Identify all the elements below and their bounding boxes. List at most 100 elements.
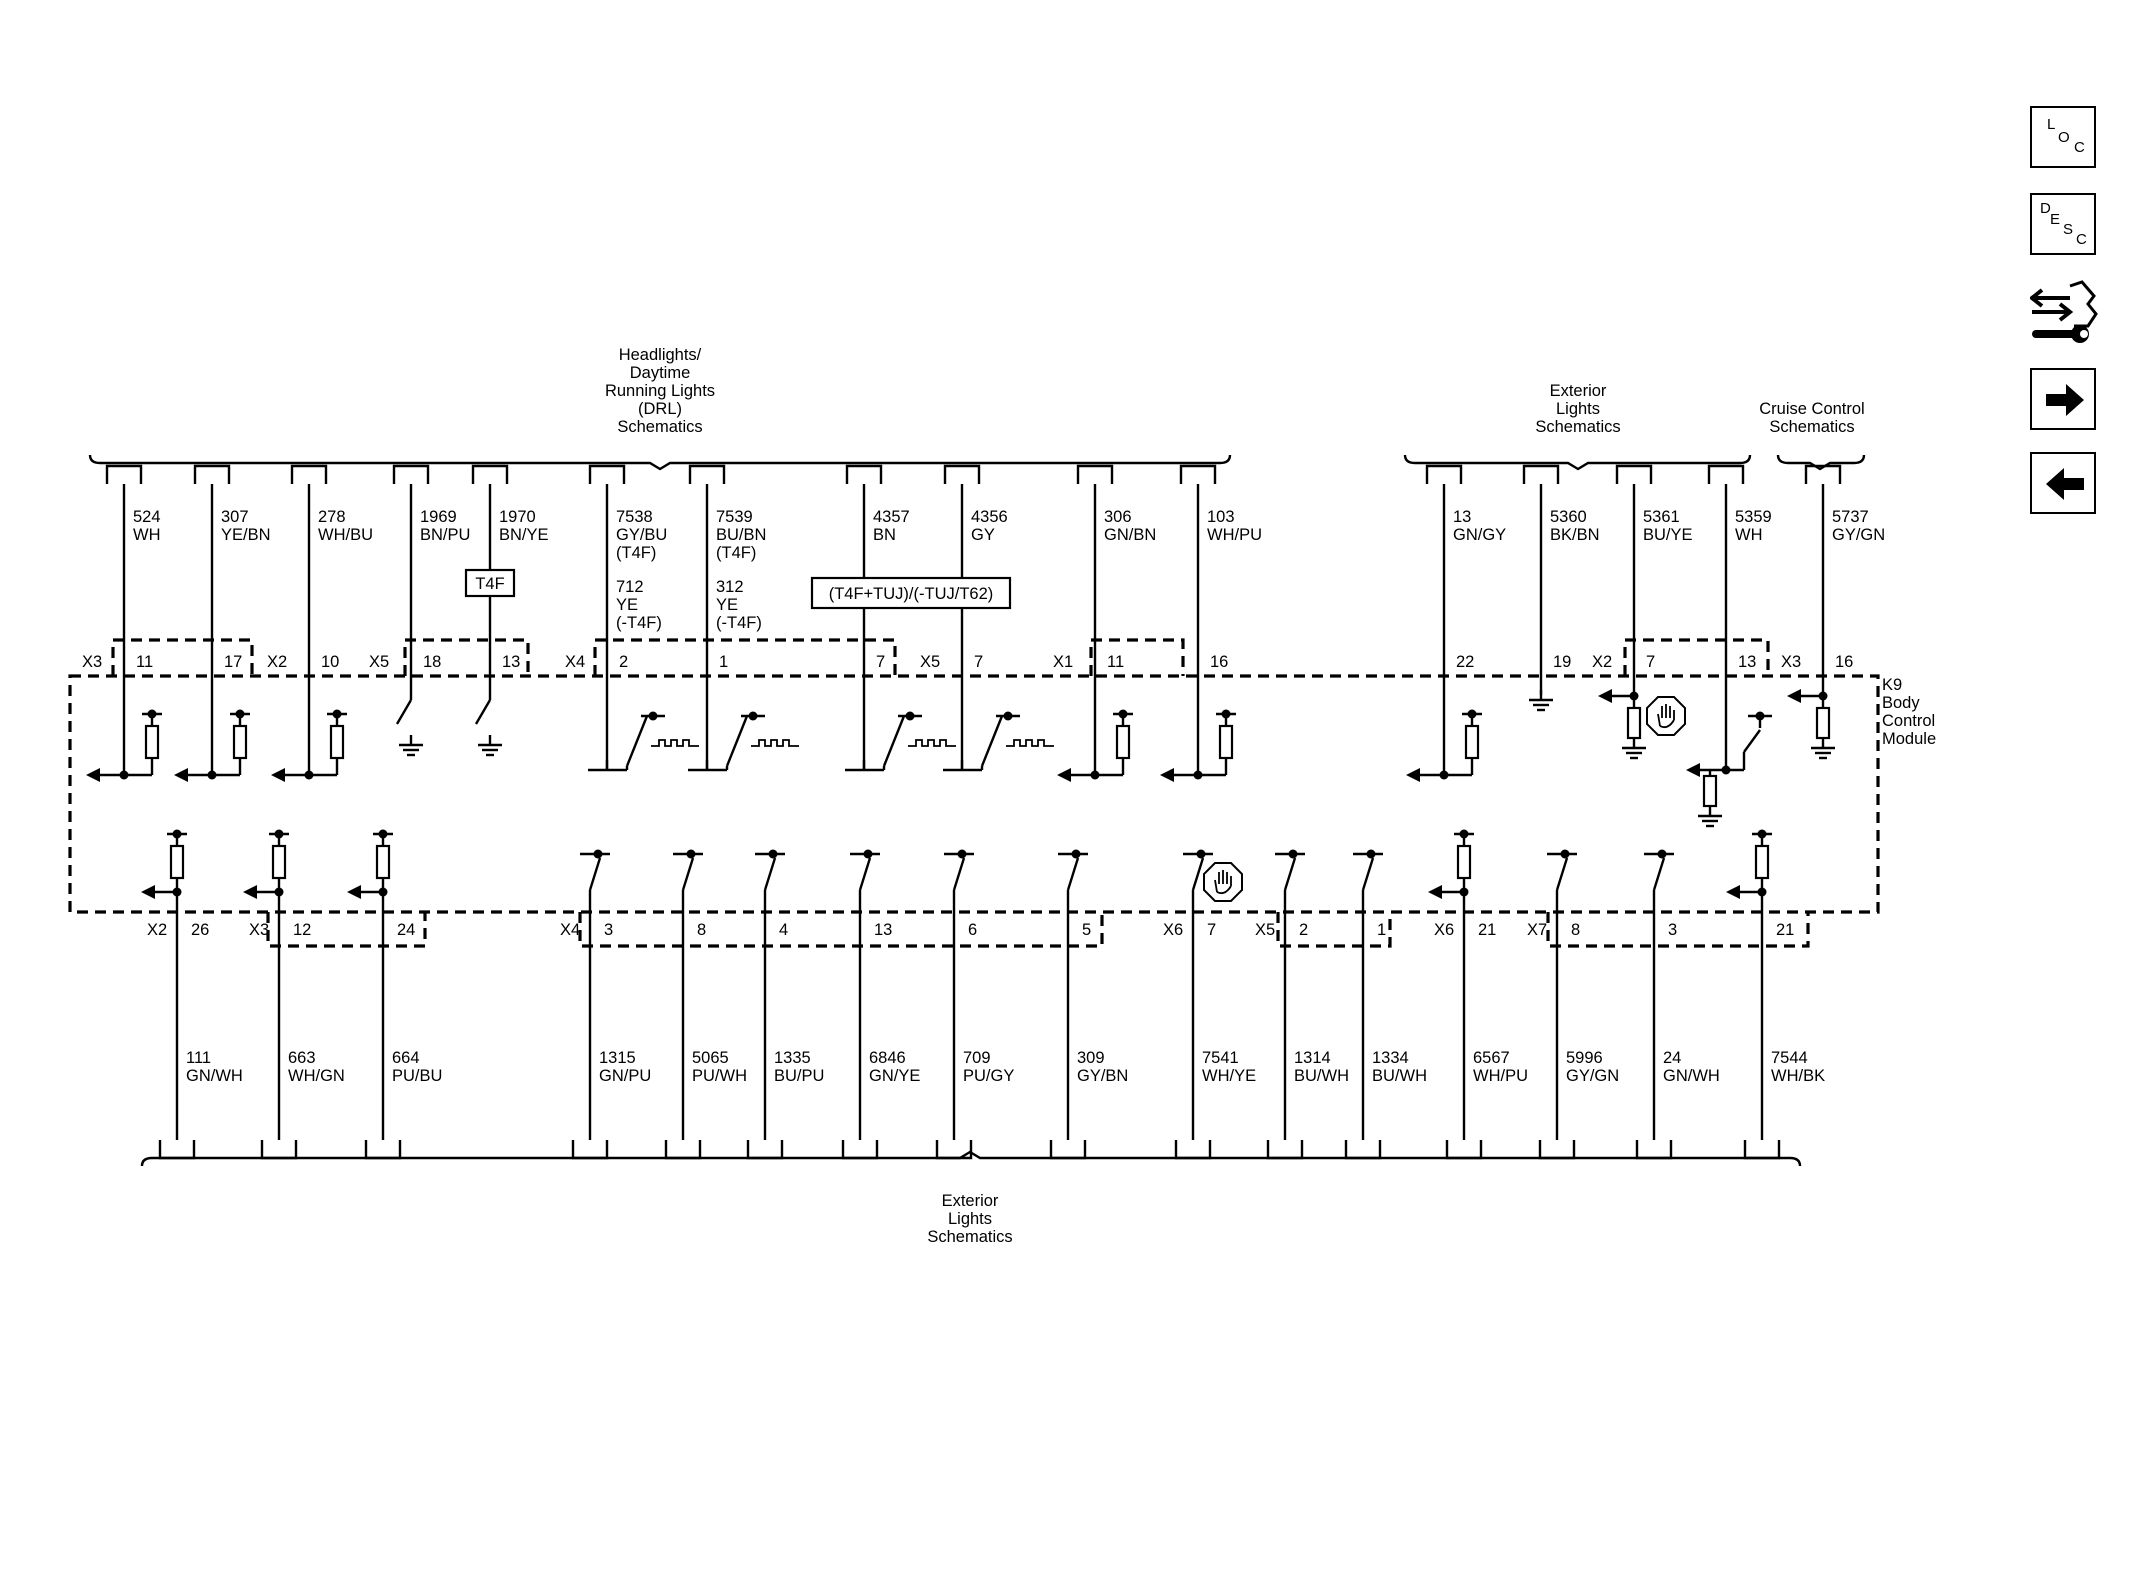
circuit-number: 6567: [1473, 1049, 1510, 1067]
wire-color: YE/BN: [221, 526, 271, 544]
connector-terminal: [588, 464, 626, 484]
circuit-number: 5737: [1832, 508, 1869, 526]
resistor: [375, 844, 391, 880]
junction-dot: [648, 711, 658, 721]
arrow-head: [1598, 689, 1612, 703]
circuit-number: 709: [963, 1049, 991, 1067]
pin-number: 26: [191, 921, 209, 939]
pin-number: 17: [224, 653, 242, 671]
connector-terminal: [1076, 464, 1114, 484]
group-label: Schematics: [927, 1228, 1012, 1246]
junction-dot: [1288, 849, 1298, 859]
connector-wrench-button[interactable]: [2030, 276, 2098, 343]
group-label: (DRL): [638, 400, 682, 418]
connector-terminal: [1804, 464, 1842, 484]
pin-number: 8: [697, 921, 706, 939]
wire-color: BK/BN: [1550, 526, 1600, 544]
group-label: Schematics: [1535, 418, 1620, 436]
group-label: Running Lights: [605, 382, 715, 400]
circuit-number: 1969: [420, 508, 457, 526]
arrow-head: [1160, 768, 1174, 782]
pin-number: 12: [293, 921, 311, 939]
loc-button[interactable]: L O C: [2030, 106, 2096, 168]
connector-id: X6: [1163, 921, 1183, 939]
pin-number: 2: [1299, 921, 1308, 939]
junction-dot: [863, 849, 873, 859]
line: [681, 857, 695, 891]
resistor: [232, 724, 248, 760]
line: [1743, 729, 1761, 753]
wire-color: YE: [716, 596, 738, 614]
circuit-option: (T4F): [616, 544, 656, 562]
circuit-number: 278: [318, 508, 346, 526]
line: [952, 857, 966, 891]
connector-group-outline: [1089, 638, 1185, 676]
connector-terminal: [1266, 1140, 1304, 1160]
wire-color: YE: [616, 596, 638, 614]
connector-terminal: [1635, 1140, 1673, 1160]
resistor: [169, 844, 185, 880]
arrow-head: [1686, 763, 1700, 777]
arrow-right-icon: [2046, 384, 2084, 416]
junction-dot: [593, 849, 603, 859]
next-button[interactable]: [2030, 368, 2096, 430]
connector-terminal: [841, 1140, 879, 1160]
line: [1066, 857, 1080, 891]
wire-color: WH/PU: [1207, 526, 1262, 544]
circuit-option: (T4F): [716, 544, 756, 562]
connector-id: X5: [920, 653, 940, 671]
pin-number: 22: [1456, 653, 1474, 671]
connector-group-outline: [593, 638, 897, 676]
pin-number: 21: [1776, 921, 1794, 939]
junction-dot: [1560, 849, 1570, 859]
connector-terminal: [260, 1140, 298, 1160]
pin-number: 1: [1377, 921, 1386, 939]
combo-option-box: [810, 576, 1012, 610]
wire-color: GN/PU: [599, 1067, 651, 1085]
resistor: [144, 724, 160, 760]
hand-glyph: [1214, 870, 1232, 895]
desc-letter: E: [2050, 211, 2061, 228]
circuit-number: 1314: [1294, 1049, 1331, 1067]
wire-color: GN/GY: [1453, 526, 1506, 544]
hand-glyph: [1657, 704, 1675, 729]
pin-number: 7: [974, 653, 983, 671]
arrow-head: [243, 885, 257, 899]
module-dashed-border: [68, 674, 1880, 914]
junction-dot: [1439, 770, 1449, 780]
wire-color: GY/GN: [1566, 1067, 1619, 1085]
junction-dot: [119, 770, 129, 780]
connector-wrench-icon: [2030, 280, 2098, 343]
pin-number: 13: [502, 653, 520, 671]
arrow-left-icon: [2046, 468, 2084, 500]
connector-group-outline: [578, 912, 1104, 948]
desc-button[interactable]: D E S C: [2030, 193, 2096, 255]
wire-color: BN/YE: [499, 526, 549, 544]
line: [1191, 857, 1205, 891]
line: [1555, 857, 1569, 891]
connector-id: X6: [1434, 921, 1454, 939]
circuit-number: 1335: [774, 1049, 811, 1067]
option-label: T4F: [475, 575, 504, 593]
circuit-number: 111: [186, 1049, 211, 1067]
wire-color: BU/WH: [1372, 1067, 1427, 1085]
resistor: [1115, 724, 1131, 760]
connector-id: X3: [249, 921, 269, 939]
group-label: Schematics: [617, 418, 702, 436]
connector-terminal: [1538, 1140, 1576, 1160]
circuit-number: 306: [1104, 508, 1132, 526]
line: [395, 699, 413, 725]
connector-terminal: [746, 1140, 784, 1160]
connector-terminal: [1425, 464, 1463, 484]
pin-number: 24: [397, 921, 415, 939]
circuit-number: 1315: [599, 1049, 636, 1067]
connector-terminal: [1179, 464, 1217, 484]
prev-button[interactable]: [2030, 452, 2096, 514]
circuit-number: 664: [392, 1049, 420, 1067]
junction-dot: [1755, 711, 1765, 721]
pin-number: 13: [1738, 653, 1756, 671]
connector-terminal: [193, 464, 231, 484]
arrow-head: [1428, 885, 1442, 899]
connector-terminal: [943, 464, 981, 484]
